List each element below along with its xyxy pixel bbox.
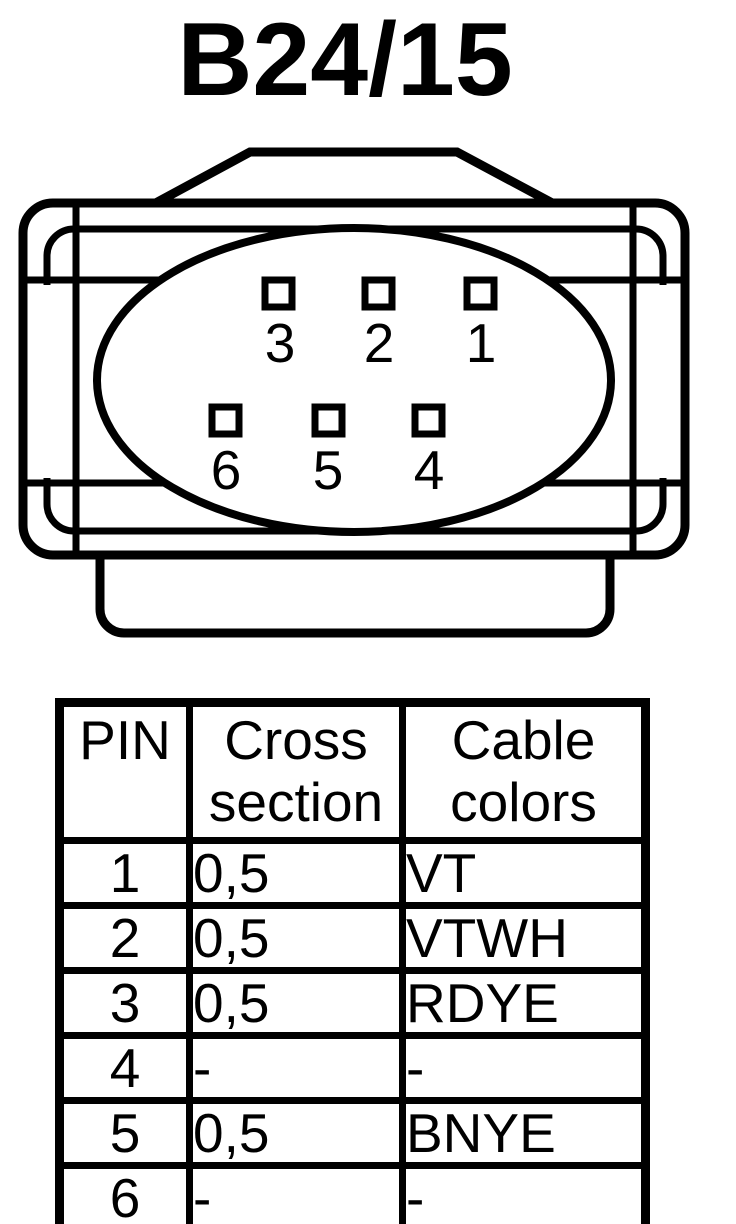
- cell-cross-section: 0,5: [186, 1097, 406, 1169]
- cell-pin: 4: [56, 1032, 193, 1104]
- col-header-cross-section: Cross section: [186, 699, 406, 844]
- cell-cable-color: VTWH: [399, 902, 649, 974]
- cell-cross-section: 0,5: [186, 967, 406, 1039]
- pin-square-1: [463, 276, 498, 311]
- cell-cable-color: -: [399, 1162, 649, 1224]
- pin-label-6: 6: [211, 439, 242, 501]
- pin-square-3: [261, 276, 296, 311]
- cell-pin: 2: [56, 902, 193, 974]
- cell-pin: 6: [56, 1162, 193, 1224]
- col-header-cable-colors: Cable colors: [399, 699, 649, 844]
- pin-label-2: 2: [364, 312, 395, 374]
- cell-cable-color: VT: [399, 837, 649, 909]
- cell-pin: 1: [56, 837, 193, 909]
- cell-cable-color: -: [399, 1032, 649, 1104]
- cell-cross-section: 0,5: [186, 837, 406, 909]
- cell-pin: 5: [56, 1097, 193, 1169]
- cell-pin: 3: [56, 967, 193, 1039]
- pin-square-6: [208, 403, 243, 438]
- keying-tab: [149, 147, 559, 210]
- pin-square-4: [411, 403, 446, 438]
- table-row: 6 - -: [56, 1162, 649, 1224]
- col-header-pin: PIN: [56, 699, 193, 844]
- pin-label-3: 3: [265, 312, 296, 374]
- header-row: PIN Cross section Cable colors: [56, 699, 649, 844]
- pin-square-5: [311, 403, 346, 438]
- pin-label-5: 5: [313, 439, 344, 501]
- cell-cross-section: 0,5: [186, 902, 406, 974]
- slot-mask-left: [29, 285, 71, 478]
- cell-cross-section: -: [186, 1032, 406, 1104]
- cell-cable-color: BNYE: [399, 1097, 649, 1169]
- cavity-ellipse: [93, 224, 615, 536]
- cell-cable-color: RDYE: [399, 967, 649, 1039]
- table-row: 3 0,5 RDYE: [56, 967, 649, 1039]
- table-row: 5 0,5 BNYE: [56, 1097, 649, 1169]
- slot-mask-right: [638, 285, 679, 478]
- cell-cross-section: -: [186, 1162, 406, 1224]
- connector-title: B24/15: [177, 2, 513, 118]
- table-row: 2 0,5 VTWH: [56, 902, 649, 974]
- pin-table: PIN Cross section Cable colors 1 0,5 VT …: [55, 698, 650, 1224]
- table-row: 1 0,5 VT: [56, 837, 649, 909]
- pin-square-2: [361, 276, 396, 311]
- pin-label-1: 1: [466, 312, 497, 374]
- table-row: 4 - -: [56, 1032, 649, 1104]
- pin-label-4: 4: [414, 439, 445, 501]
- connector-diagram: 3 2 1 6 5 4: [18, 147, 690, 638]
